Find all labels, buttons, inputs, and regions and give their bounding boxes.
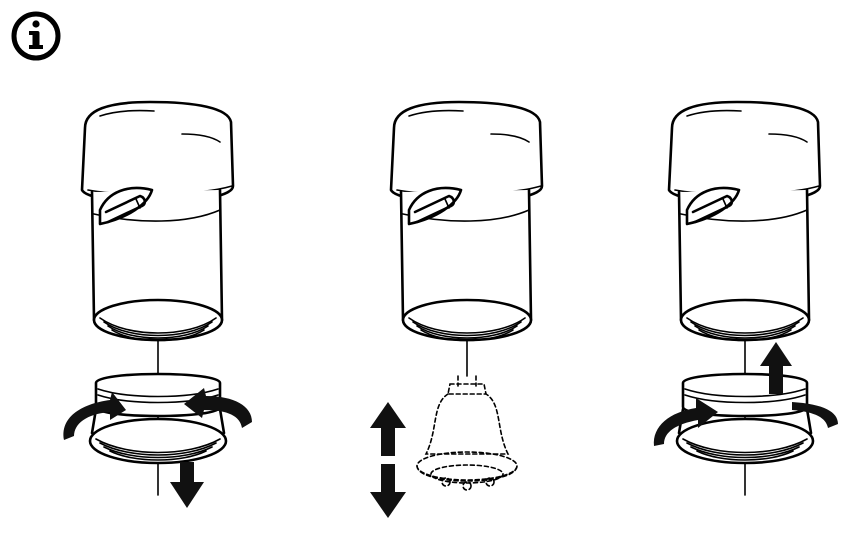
arrow-down-icon	[170, 462, 204, 508]
rotate-arrow-icon	[63, 388, 252, 440]
step-3-refit-ring	[653, 100, 838, 496]
step-2-replace-bulb	[370, 100, 544, 518]
step-1-remove-ring	[63, 100, 252, 508]
gu10-bulb-icon	[416, 375, 518, 491]
lamp-housing-1	[80, 100, 235, 342]
arrow-up-down-icon	[370, 402, 406, 518]
lamp-housing-2	[389, 100, 544, 342]
arrow-up-icon	[760, 342, 792, 394]
info-circle-icon	[11, 11, 61, 61]
rotate-arrow-icon	[653, 398, 838, 446]
lamp-housing-3	[667, 100, 822, 342]
